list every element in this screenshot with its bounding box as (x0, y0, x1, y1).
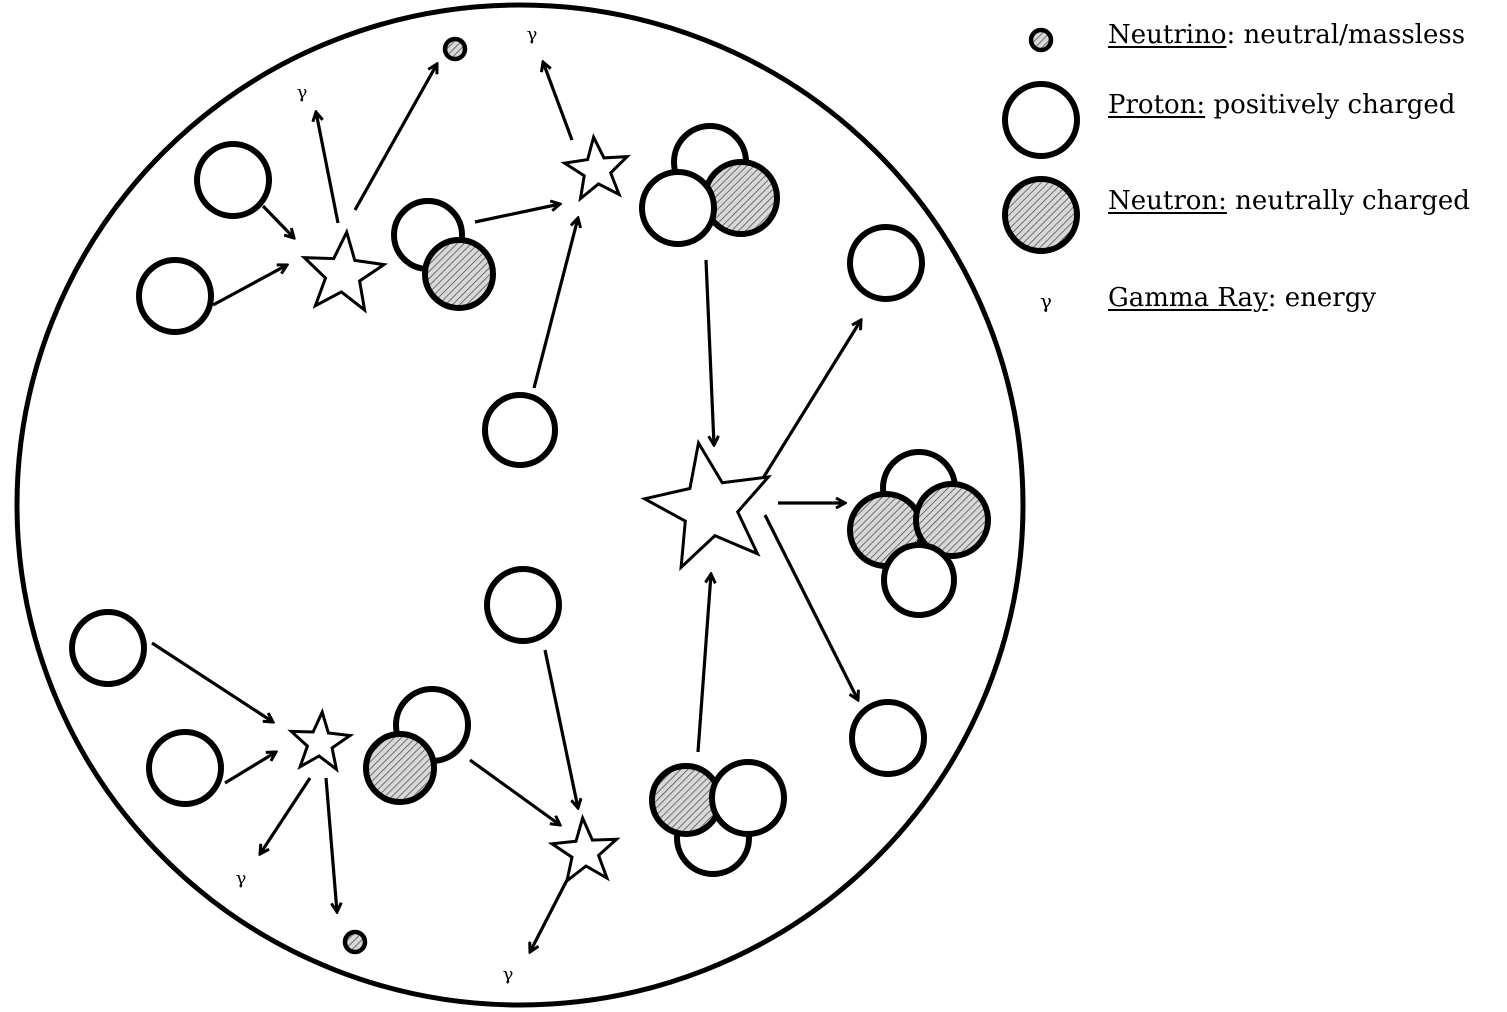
legend-gamma-ray-desc: : energy (1268, 283, 1376, 313)
legend-neutron-desc: neutrally charged (1227, 186, 1470, 216)
fusion-flash (565, 137, 627, 198)
reaction-arrow (760, 320, 861, 483)
legend-neutrino-desc: : neutral/massless (1226, 20, 1465, 50)
legend-gamma-ray-term: Gamma Ray (1108, 283, 1268, 313)
reaction-arrow (316, 112, 338, 223)
proton-icon (1005, 84, 1077, 156)
legend-neutrino-term: Neutrino (1108, 20, 1226, 50)
gamma-ray-label: γ (297, 82, 308, 103)
reaction-arrow (698, 574, 711, 752)
proton-particle (852, 702, 924, 774)
reaction-arrow (530, 880, 567, 952)
neutrino-icon (1031, 30, 1051, 50)
reaction-arrow (225, 752, 276, 783)
gamma-ray-label: γ (503, 964, 514, 985)
reaction-arrow (260, 778, 310, 854)
reaction-arrow (534, 218, 578, 388)
legend-neutrino: Neutrino: neutral/massless (1108, 20, 1465, 50)
reaction-arrow (543, 62, 572, 140)
proton-particle (72, 612, 144, 684)
neutron-particle (425, 240, 493, 308)
legend-icons: γ (1005, 30, 1077, 313)
reaction-arrow (355, 64, 437, 210)
gamma-ray-label: γ (236, 868, 247, 889)
neutron-particle (705, 162, 777, 234)
reaction-arrow (326, 778, 337, 912)
reaction-arrow (470, 760, 560, 825)
proton-particle (149, 732, 221, 804)
legend-proton-term: Proton: (1108, 90, 1205, 120)
neutrino-particle (445, 39, 465, 59)
legend-neutron: Neutron: neutrally charged (1108, 186, 1470, 216)
reaction-arrow (263, 206, 294, 238)
proton-particle (485, 395, 555, 465)
reaction-arrow (545, 650, 578, 808)
particles-layer (72, 39, 988, 952)
legend-neutron-term: Neutron: (1108, 186, 1227, 216)
proton-particle (712, 762, 784, 834)
fusion-flash (291, 712, 350, 769)
reaction-arrow (765, 515, 858, 700)
legend-proton-desc: positively charged (1205, 90, 1455, 120)
reaction-arrow (475, 204, 560, 222)
legend-proton: Proton: positively charged (1108, 90, 1455, 120)
proton-particle (884, 545, 954, 615)
proton-particle (197, 144, 269, 216)
fusion-flash (645, 443, 769, 567)
gamma-ray-icon: γ (1040, 289, 1052, 313)
proton-particle (850, 227, 922, 299)
proton-particle (642, 172, 714, 244)
gamma-ray-label: γ (527, 24, 538, 45)
gamma-labels-layer: γ γ γ γ (236, 24, 538, 985)
neutron-icon (1005, 179, 1077, 251)
fusion-flash (304, 232, 384, 310)
reaction-arrow (152, 643, 273, 722)
reaction-arrow (213, 265, 287, 305)
legend-gamma-ray: Gamma Ray: energy (1108, 283, 1376, 313)
fusion-flash (552, 818, 617, 881)
reaction-arrow (706, 260, 714, 445)
proton-particle (139, 260, 211, 332)
proton-particle (487, 569, 559, 641)
neutron-particle (366, 734, 434, 802)
neutrino-particle (345, 932, 365, 952)
